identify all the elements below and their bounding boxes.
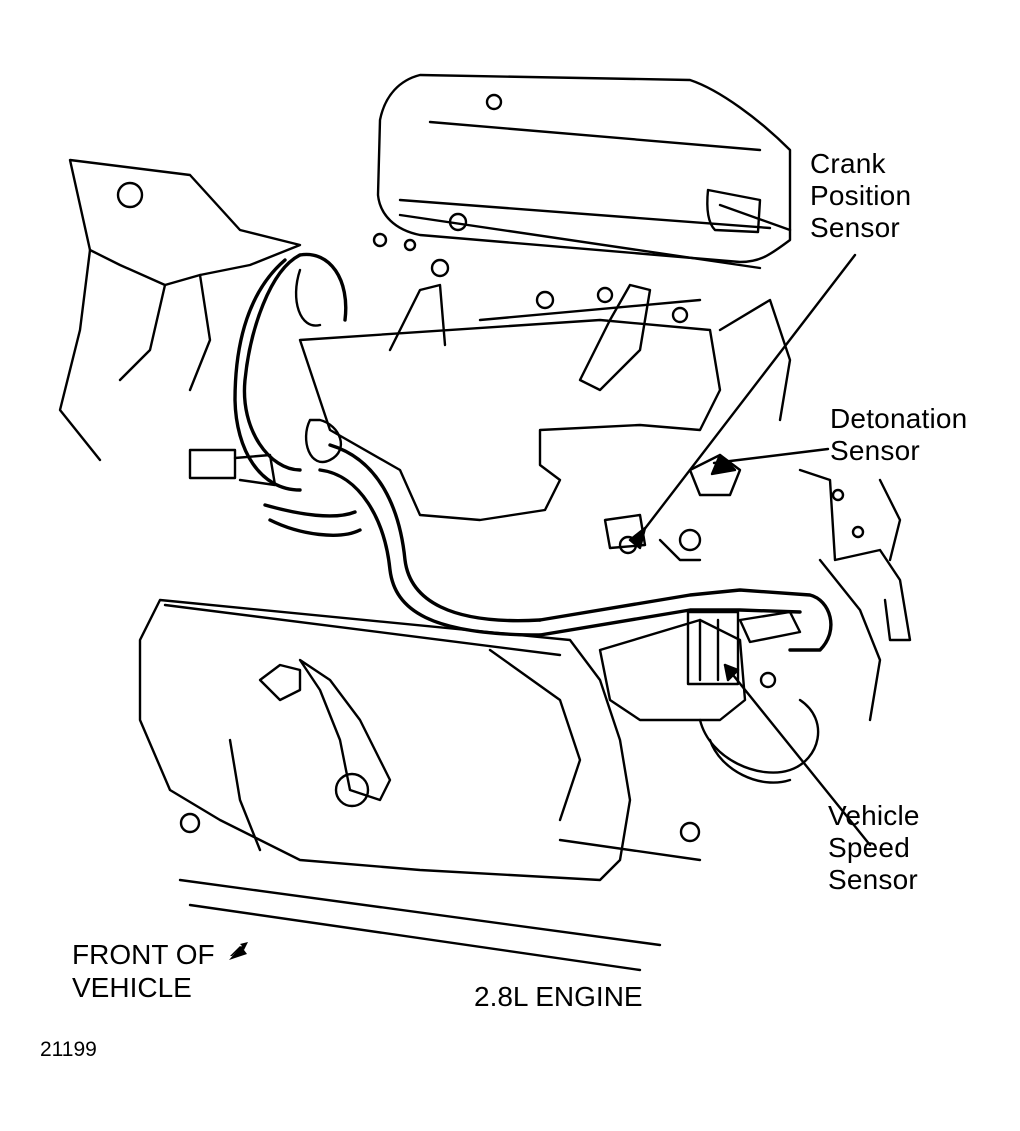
crank-label-line1: Crank: [810, 148, 886, 179]
intake-plenum: [298, 232, 792, 522]
transaxle: [138, 598, 702, 972]
wiring-harness: [233, 252, 833, 652]
detonation-sensor-label: Detonation Sensor: [830, 403, 967, 467]
detonation-sensor: [658, 453, 742, 562]
valve-cover: [376, 73, 792, 270]
vehicle-line: VEHICLE: [72, 972, 192, 1003]
front-of-line: FRONT OF: [72, 938, 252, 971]
detonation-label-line2: Sensor: [830, 435, 920, 466]
crank-label-line3: Sensor: [810, 212, 900, 243]
vehicle-speed-sensor-housing: [598, 535, 820, 784]
up-right-arrow-icon: [229, 942, 249, 960]
vss-label-line1: Vehicle: [828, 800, 920, 831]
vss-label-line3: Sensor: [828, 864, 918, 895]
left-connector: [188, 448, 277, 487]
crank-position-sensor-label: Crank Position Sensor: [810, 148, 911, 244]
figure-number: 21199: [40, 1038, 97, 1061]
left-bracket: [58, 158, 302, 462]
front-of-vehicle-note: FRONT OF VEHICLE: [72, 938, 252, 1004]
leader-lines: [628, 253, 872, 847]
vss-label-line2: Speed: [828, 832, 910, 863]
detonation-label-line1: Detonation: [830, 403, 968, 434]
right-bracket: [798, 468, 912, 722]
vehicle-speed-sensor-label: Vehicle Speed Sensor: [828, 800, 920, 896]
crank-position-sensor: [603, 513, 647, 550]
crank-label-line2: Position: [810, 180, 912, 211]
front-of-text: FRONT OF: [72, 939, 215, 970]
engine-caption: 2.8L ENGINE: [474, 981, 643, 1012]
